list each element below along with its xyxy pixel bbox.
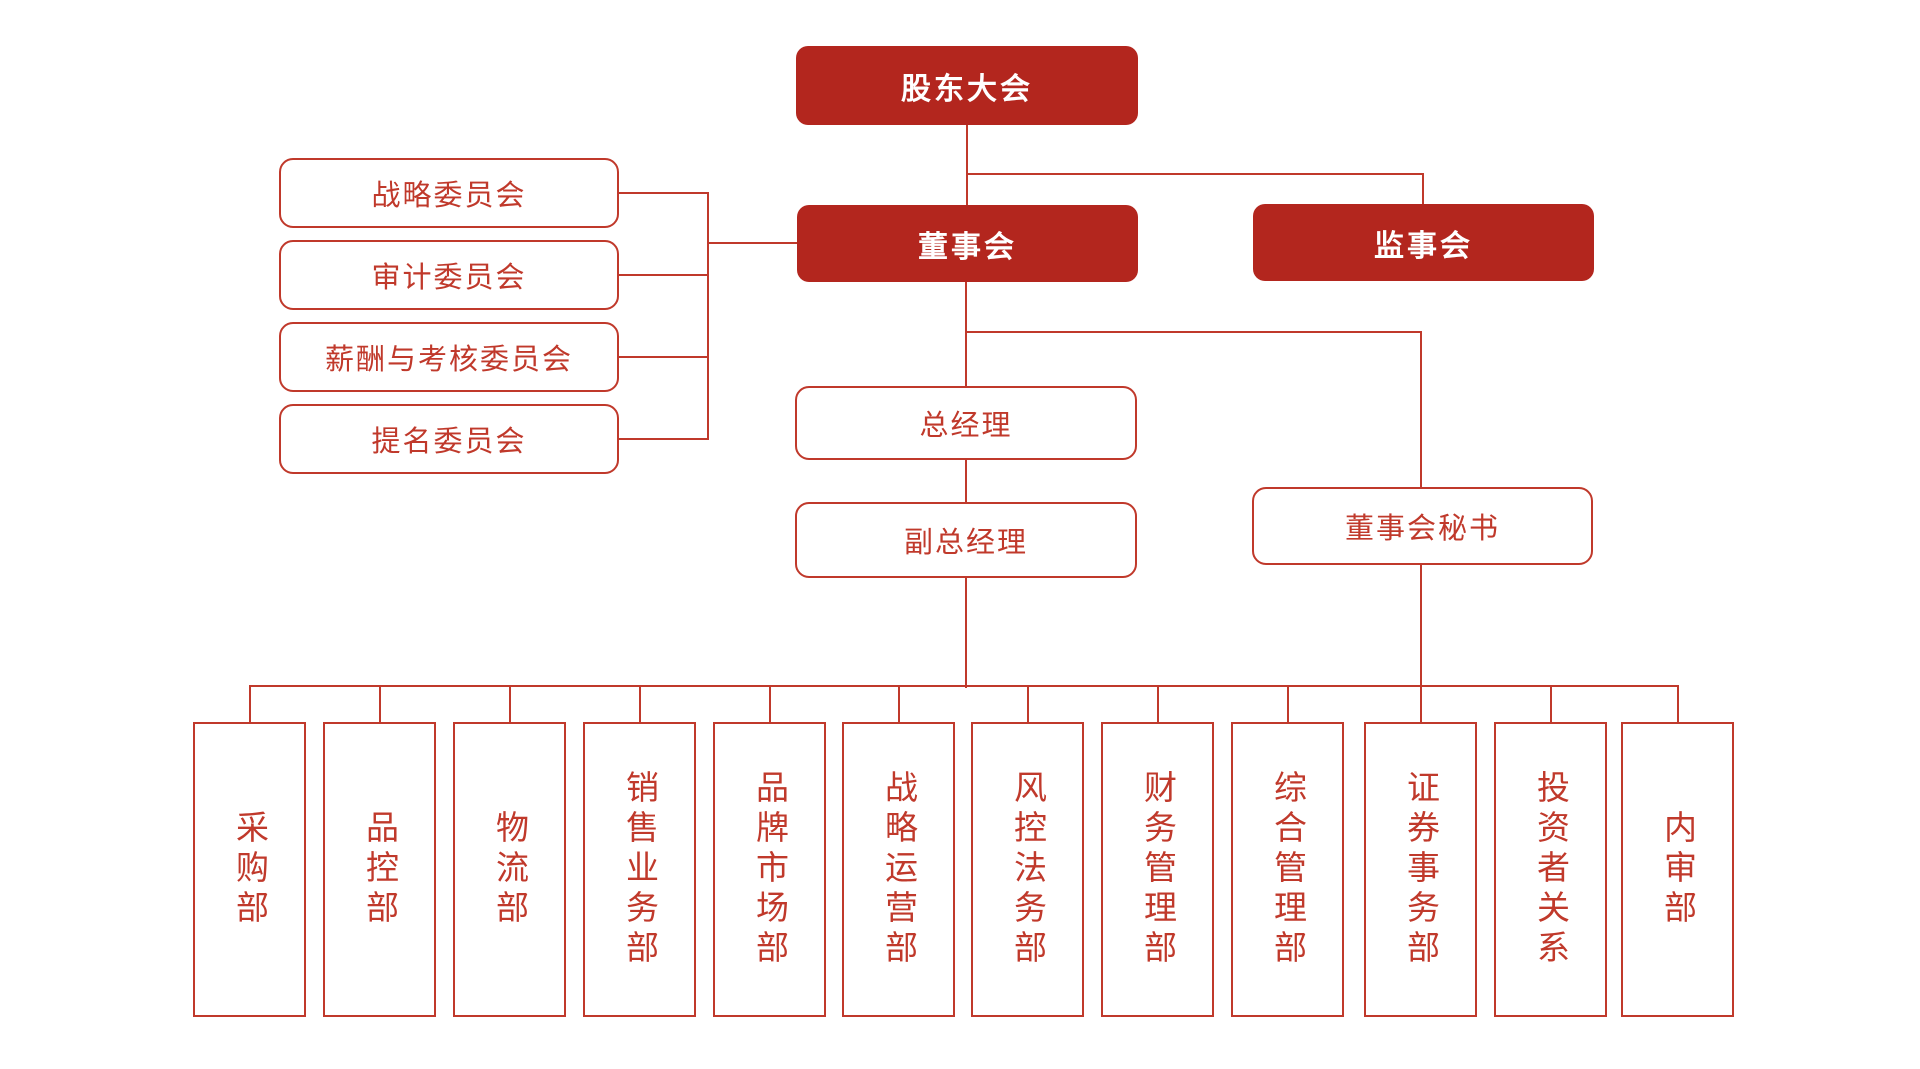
org-node-label: 战略委员会 [371, 178, 527, 212]
org-connector-line [1287, 685, 1289, 723]
org-connector-line [1027, 685, 1029, 723]
org-node-dept-logistics: 物流部 [453, 722, 566, 1017]
org-node-strategy-committee: 战略委员会 [279, 158, 619, 228]
org-node-compensation-committee: 薪酬与考核委员会 [279, 322, 619, 392]
org-node-label: 财务管理部 [1138, 769, 1178, 970]
org-connector-line [1550, 685, 1552, 723]
org-node-dept-risk-legal: 风控法务部 [971, 722, 1084, 1017]
org-node-label: 提名委员会 [371, 424, 527, 458]
org-node-dept-internal-audit: 内审部 [1621, 722, 1734, 1017]
org-node-label: 股东大会 [901, 71, 1033, 107]
org-node-dept-investor-relations: 投资者关系 [1494, 722, 1607, 1017]
org-node-board-secretary: 董事会秘书 [1252, 487, 1593, 565]
org-node-label: 内审部 [1658, 809, 1698, 930]
org-connector-line [618, 192, 709, 194]
org-connector-line [966, 124, 968, 206]
org-connector-line [1420, 331, 1422, 488]
org-connector-line [965, 281, 967, 387]
org-node-label: 战略运营部 [879, 769, 919, 970]
org-node-nomination-committee: 提名委员会 [279, 404, 619, 474]
org-node-dept-brand-marketing: 品牌市场部 [713, 722, 826, 1017]
org-connector-line [707, 242, 798, 244]
org-node-dept-procurement: 采购部 [193, 722, 306, 1017]
org-connector-line [379, 685, 381, 723]
org-node-dept-strategic-operations: 战略运营部 [842, 722, 955, 1017]
org-connector-line [1420, 564, 1422, 688]
org-connector-line [639, 685, 641, 723]
org-node-label: 证券事务部 [1401, 769, 1441, 970]
org-connector-line [1677, 685, 1679, 723]
org-connector-line [965, 577, 967, 688]
org-node-dept-general-management: 综合管理部 [1231, 722, 1344, 1017]
org-node-label: 品牌市场部 [750, 769, 790, 970]
org-node-dept-quality-control: 品控部 [323, 722, 436, 1017]
org-node-label: 董事会 [918, 229, 1017, 265]
org-connector-line [249, 685, 251, 723]
org-connector-line [618, 356, 709, 358]
org-node-dept-finance-management: 财务管理部 [1101, 722, 1214, 1017]
org-connector-line [249, 685, 1679, 687]
org-connector-line [509, 685, 511, 723]
org-node-shareholders-meeting: 股东大会 [796, 46, 1138, 125]
org-node-board-of-directors: 董事会 [797, 205, 1138, 282]
org-connector-line [898, 685, 900, 723]
org-node-deputy-general-manager: 副总经理 [795, 502, 1137, 578]
org-node-label: 董事会秘书 [1344, 511, 1500, 545]
org-node-label: 品控部 [360, 809, 400, 930]
org-connector-line [965, 331, 1422, 333]
org-node-label: 采购部 [230, 809, 270, 930]
org-node-general-manager: 总经理 [795, 386, 1137, 460]
org-connector-line [1420, 685, 1422, 723]
org-node-label: 副总经理 [903, 525, 1028, 559]
org-connector-line [618, 274, 709, 276]
org-node-label: 风控法务部 [1008, 769, 1048, 970]
org-node-label: 监事会 [1374, 228, 1473, 264]
org-node-label: 投资者关系 [1531, 769, 1571, 970]
org-node-label: 综合管理部 [1268, 769, 1308, 970]
org-connector-line [1422, 173, 1424, 205]
org-node-audit-committee: 审计委员会 [279, 240, 619, 310]
org-connector-line [618, 438, 709, 440]
org-node-supervisory-board: 监事会 [1253, 204, 1594, 281]
org-node-label: 薪酬与考核委员会 [324, 342, 573, 376]
org-connector-line [707, 192, 709, 440]
org-node-dept-securities-affairs: 证券事务部 [1364, 722, 1477, 1017]
org-node-label: 审计委员会 [371, 260, 527, 294]
org-connector-line [966, 173, 1424, 175]
org-connector-line [1157, 685, 1159, 723]
org-node-label: 销售业务部 [620, 769, 660, 970]
org-connector-line [769, 685, 771, 723]
org-connector-line [965, 459, 967, 503]
org-node-dept-sales: 销售业务部 [583, 722, 696, 1017]
org-node-label: 总经理 [919, 408, 1013, 442]
org-node-label: 物流部 [490, 809, 530, 930]
